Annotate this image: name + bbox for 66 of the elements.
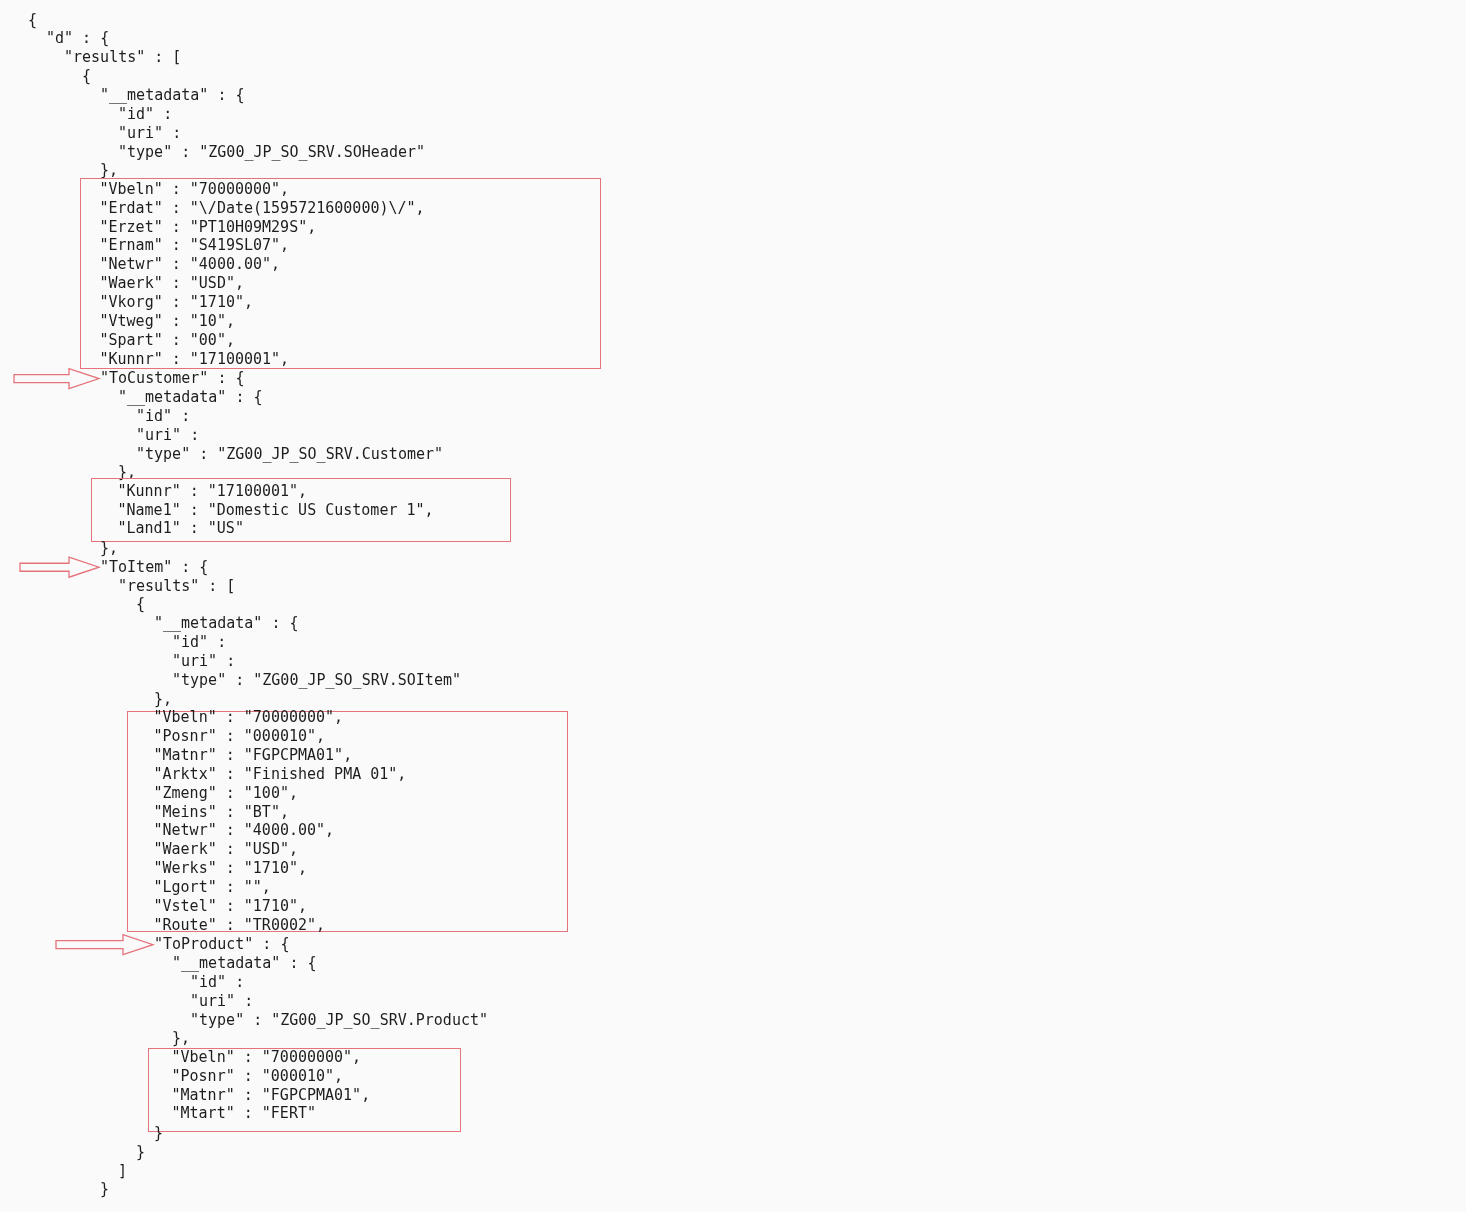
code-line: },	[100, 538, 119, 558]
code-line: }	[100, 1180, 110, 1200]
code-line: "Kunnr" : "17100001",	[117, 481, 308, 501]
code-line: },	[100, 161, 119, 181]
code-line: "id" :	[190, 972, 245, 992]
code-line: "Werks" : "1710",	[153, 859, 308, 879]
code-line: "Erdat" : "\/Date(1595721600000)\/",	[99, 198, 425, 218]
code-line: },	[172, 1029, 191, 1049]
code-line: "uri" :	[136, 425, 200, 445]
code-line: "Waerk" : "USD",	[99, 274, 244, 294]
code-line: {	[28, 10, 38, 30]
code-line: "Lgort" : "",	[153, 878, 271, 897]
code-line: "Posnr" : "000010",	[153, 727, 326, 747]
code-line: "ToItem" : {	[100, 557, 209, 577]
code-line: "d" : {	[46, 29, 110, 49]
code-line: "id" :	[136, 406, 191, 426]
code-line: },	[154, 689, 173, 709]
code-line: "ToProduct" : {	[154, 935, 290, 955]
code-line: "Spart" : "00",	[99, 330, 235, 350]
code-line: "Land1" : "US"	[117, 519, 244, 539]
code-line: "Vbeln" : "70000000",	[171, 1047, 362, 1067]
code-line: "__metadata" : {	[118, 387, 263, 407]
code-line: "Zmeng" : "100",	[153, 783, 298, 803]
code-line: "results" : [	[64, 48, 182, 68]
code-line: "id" :	[118, 104, 173, 124]
code-line: "Waerk" : "USD",	[153, 840, 298, 860]
code-line: "Erzet" : "PT10H09M29S",	[99, 217, 317, 237]
code-line: "Vbeln" : "70000000",	[99, 179, 290, 199]
code-line: "Netwr" : "4000.00",	[99, 255, 281, 275]
code-line: "Vtweg" : "10",	[99, 311, 235, 331]
code-line: "Vbeln" : "70000000",	[153, 708, 344, 728]
code-line: "Arktx" : "Finished PMA 01",	[153, 764, 407, 784]
code-line: {	[82, 67, 92, 87]
code-line: "__metadata" : {	[172, 954, 317, 973]
code-line: "uri" :	[118, 123, 182, 143]
code-line: "Mtart" : "FERT"	[171, 1104, 316, 1124]
code-line: "uri" :	[172, 652, 236, 672]
code-line: "Matnr" : "FGPCPMA01",	[153, 745, 353, 765]
arrow	[13, 367, 102, 390]
code-line: "id" :	[172, 633, 227, 653]
code-line: {	[136, 595, 146, 615]
highlight-box	[80, 178, 601, 369]
code-line: "Kunnr" : "17100001",	[99, 349, 290, 369]
arrow	[19, 556, 102, 579]
code-line: "Posnr" : "000010",	[171, 1066, 344, 1086]
arrow	[55, 933, 156, 956]
code-line: "type" : "ZG00_JP_SO_SRV.SOHeader"	[118, 142, 426, 162]
code-line: "ToCustomer" : {	[100, 369, 245, 388]
highlight-box	[127, 711, 568, 932]
code-line: "uri" :	[190, 991, 254, 1011]
code-line: "Meins" : "BT",	[153, 802, 289, 822]
code-line: "Matnr" : "FGPCPMA01",	[171, 1085, 371, 1105]
code-line: ]	[118, 1161, 128, 1181]
code-line: }	[136, 1142, 146, 1162]
code-line: "__metadata" : {	[100, 85, 245, 105]
code-line: "Netwr" : "4000.00",	[153, 821, 335, 841]
code-line: "Vstel" : "1710",	[153, 896, 308, 916]
code-line: "Vkorg" : "1710",	[99, 293, 254, 313]
code-line: "__metadata" : {	[154, 614, 299, 634]
code-line: "type" : "ZG00_JP_SO_SRV.Product"	[190, 1010, 488, 1030]
code-line: "Name1" : "Domestic US Customer 1",	[117, 500, 434, 520]
code-line: "Ernam" : "S419SL07",	[99, 236, 290, 256]
code-line: "Route" : "TR0002",	[153, 915, 326, 935]
code-line: "type" : "ZG00_JP_SO_SRV.Customer"	[136, 444, 444, 464]
code-line: "results" : [	[118, 576, 236, 596]
code-line: "type" : "ZG00_JP_SO_SRV.SOItem"	[172, 670, 461, 690]
